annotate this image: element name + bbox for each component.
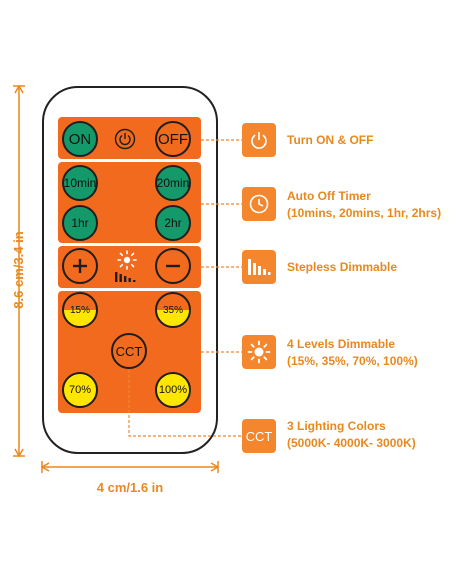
level-100-button[interactable]: 100% — [155, 372, 191, 408]
cct-callout-box: CCT — [242, 419, 276, 453]
cct-callout-title: 3 Lighting Colors — [287, 419, 386, 433]
power-icon[interactable] — [114, 128, 136, 150]
timer-callout-title: Auto Off Timer — [287, 189, 371, 203]
sun-icon — [247, 340, 271, 364]
clock-icon — [249, 194, 269, 214]
width-label: 4 cm/1.6 in — [96, 480, 164, 495]
levels-callout-title: 4 Levels Dimmable — [287, 337, 396, 351]
brightness-minus-button[interactable] — [155, 248, 191, 284]
minus-icon — [166, 264, 180, 268]
dimming-bars-icon — [248, 259, 271, 275]
levels-callout-box — [242, 335, 276, 369]
level-70-button[interactable]: 70% — [62, 372, 98, 408]
timer-20min-button[interactable]: 20min — [155, 165, 191, 201]
width-dimension-line — [40, 461, 220, 473]
brightness-plus-button[interactable] — [62, 248, 98, 284]
timer-10min-button[interactable]: 10min — [62, 165, 98, 201]
timer-callout-box — [242, 187, 276, 221]
power-callout-box — [242, 123, 276, 157]
height-dimension-line — [13, 84, 25, 458]
stepless-callout-box — [242, 250, 276, 284]
timer-2hr-button[interactable]: 2hr — [155, 205, 191, 241]
cct-callout-detail: (5000K- 4000K- 3000K) — [287, 436, 416, 450]
levels-callout-detail: (15%, 35%, 70%, 100%) — [287, 354, 418, 368]
plus-icon — [73, 259, 87, 273]
timer-callout-detail: (10mins, 20mins, 1hr, 2hrs) — [287, 206, 442, 220]
level-15-button[interactable]: 15% — [62, 292, 98, 328]
stepless-dimming-icon — [111, 250, 143, 284]
cct-button[interactable]: CCT — [111, 333, 147, 369]
power-icon — [251, 132, 267, 149]
power-callout-label: Turn ON & OFF — [287, 133, 374, 147]
stepless-callout-label: Stepless Dimmable — [287, 260, 398, 274]
off-button[interactable]: OFF — [155, 121, 191, 157]
on-button[interactable]: ON — [62, 121, 98, 157]
level-35-button[interactable]: 35% — [155, 292, 191, 328]
timer-1hr-button[interactable]: 1hr — [62, 205, 98, 241]
